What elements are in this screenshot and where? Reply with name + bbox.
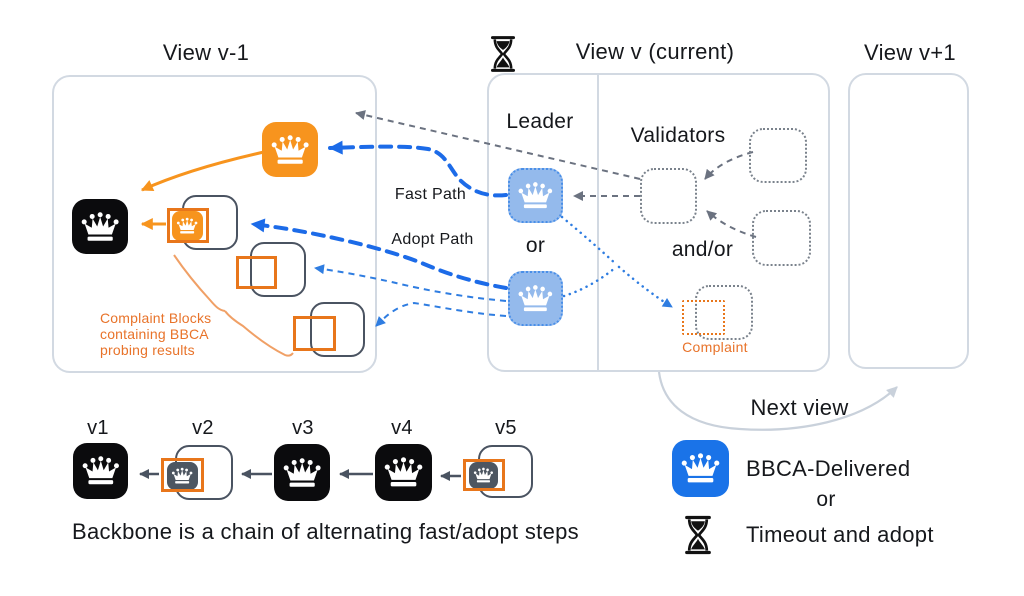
chain-crown-v5 [469, 462, 498, 489]
leader-candidate-block-1 [508, 168, 563, 223]
chain-label-v2: v2 [192, 417, 214, 439]
hourglass-icon [683, 513, 713, 557]
crown-icon [172, 211, 203, 241]
leader-candidate-block-2 [508, 271, 563, 326]
chain-square-v2 [161, 458, 204, 492]
backbone-caption: Backbone is a chain of alternating fast/… [72, 519, 579, 544]
legend-timeout-label: Timeout and adopt [746, 522, 934, 547]
and-or-label: and/or [671, 238, 734, 261]
crown-icon [73, 443, 128, 499]
crown-icon [262, 122, 318, 177]
chain-label-v3: v3 [292, 417, 314, 439]
chain-block-v4 [375, 444, 432, 501]
validator-box-bottom [752, 210, 811, 266]
crown-icon [510, 170, 561, 221]
next-view-label: Next view [750, 395, 849, 420]
crown-icon [510, 273, 561, 324]
small-orange-crown-block [172, 211, 203, 241]
hourglass-icon [489, 34, 517, 74]
complaint-note-line1: Complaint Blocks [100, 310, 212, 326]
title-view-next: View v+1 [864, 40, 956, 65]
title-view-current: View v (current) [575, 39, 735, 64]
chain-block-v3 [274, 444, 330, 501]
panel-view-next [848, 73, 969, 369]
adopt-block-c [310, 302, 365, 357]
complaint-note: Complaint Blocks containing BBCA probing… [100, 310, 230, 358]
complaint-note-line2: containing BBCA [100, 326, 209, 342]
crown-icon [167, 462, 198, 490]
crown-icon [72, 199, 128, 254]
validators-label: Validators [630, 124, 726, 147]
complaint-square-b [236, 256, 277, 289]
validator-box-top [749, 128, 807, 183]
complaint-square-dotted [682, 300, 725, 335]
leader-validators-divider [597, 75, 599, 370]
complaint-note-line3: probing results [100, 342, 195, 358]
chain-square-v5 [463, 459, 505, 491]
crown-icon [469, 462, 498, 489]
title-view-prev: View v-1 [162, 40, 250, 65]
adopt-path-label: Adopt Path [391, 231, 474, 248]
black-leader-block [72, 199, 128, 254]
leader-label: Leader [506, 110, 574, 133]
crown-icon [375, 444, 432, 501]
chain-crown-v2 [167, 462, 198, 490]
chain-block-v1 [73, 443, 128, 499]
chain-label-v1: v1 [87, 417, 109, 439]
orange-leader-block [262, 122, 318, 177]
legend-bbca-label: BBCA-Delivered [746, 456, 911, 481]
crown-icon [274, 444, 330, 501]
complaint-label: Complaint [682, 339, 748, 355]
complaint-square-a [167, 208, 209, 243]
crown-icon [672, 440, 729, 497]
legend-or-label: or [816, 488, 836, 511]
chain-label-v5: v5 [495, 417, 517, 439]
chain-label-v4: v4 [391, 417, 413, 439]
bbca-delivered-block [672, 440, 729, 497]
fast-path-label: Fast Path [394, 186, 467, 203]
leader-or-label: or [525, 234, 546, 257]
validator-box-center [640, 168, 697, 224]
complaint-block-outline [695, 285, 753, 340]
complaint-square-c [293, 316, 336, 351]
